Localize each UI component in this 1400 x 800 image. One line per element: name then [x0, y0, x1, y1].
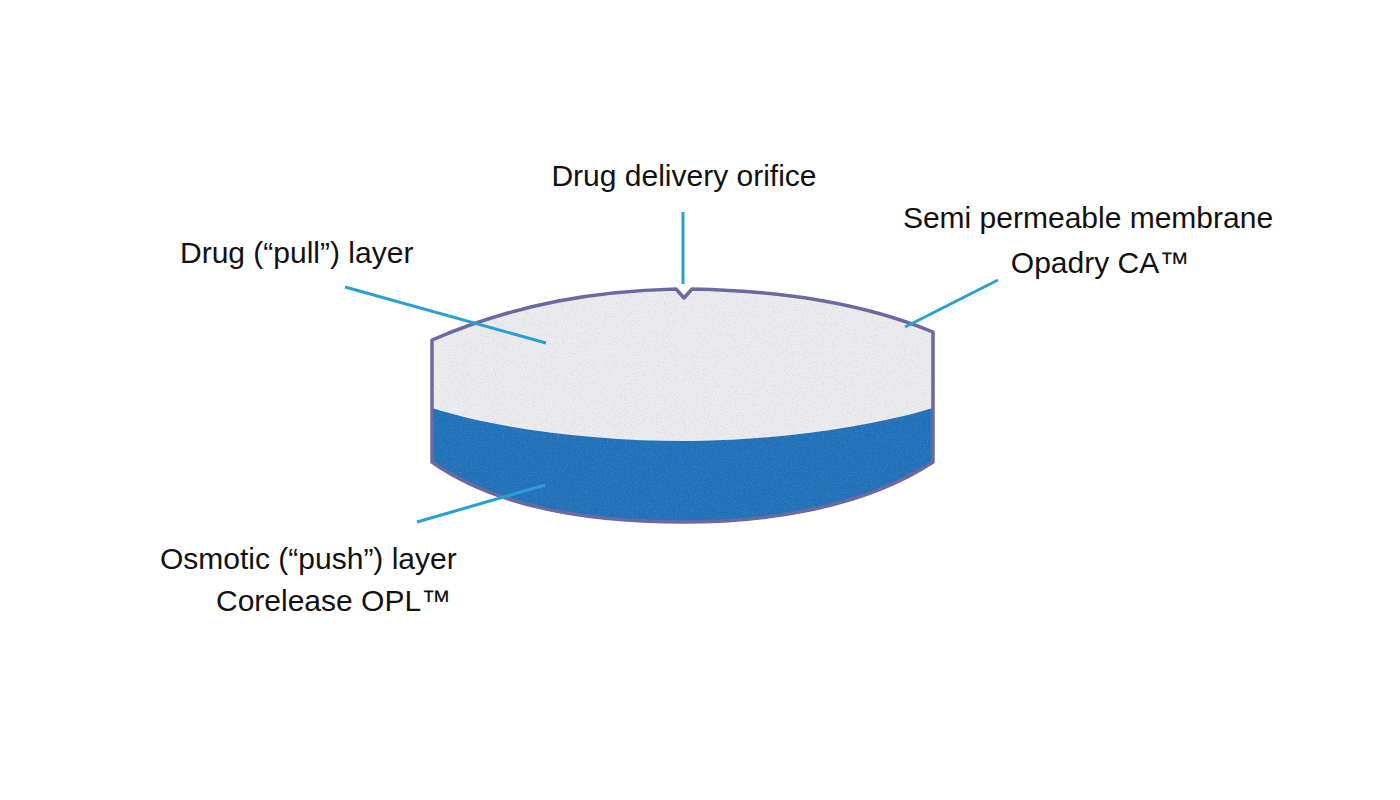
part-label: Drug (“pull”) layer [180, 235, 413, 271]
part-label: Drug delivery orifice [551, 158, 816, 194]
part-label: Osmotic (“push”) layer [160, 541, 457, 577]
osmotic-layer [432, 408, 933, 522]
material-label: Corelease OPL™ [216, 583, 451, 619]
leader-lines [345, 212, 998, 522]
material-label: Opadry CA™ [1011, 245, 1189, 281]
part-label: Semi permeable membrane [903, 200, 1273, 236]
leader-line [905, 280, 998, 327]
leader-line [682, 212, 685, 284]
semi-permeable-membrane [432, 289, 933, 522]
leader-line [417, 485, 545, 522]
leader-line [345, 287, 546, 343]
